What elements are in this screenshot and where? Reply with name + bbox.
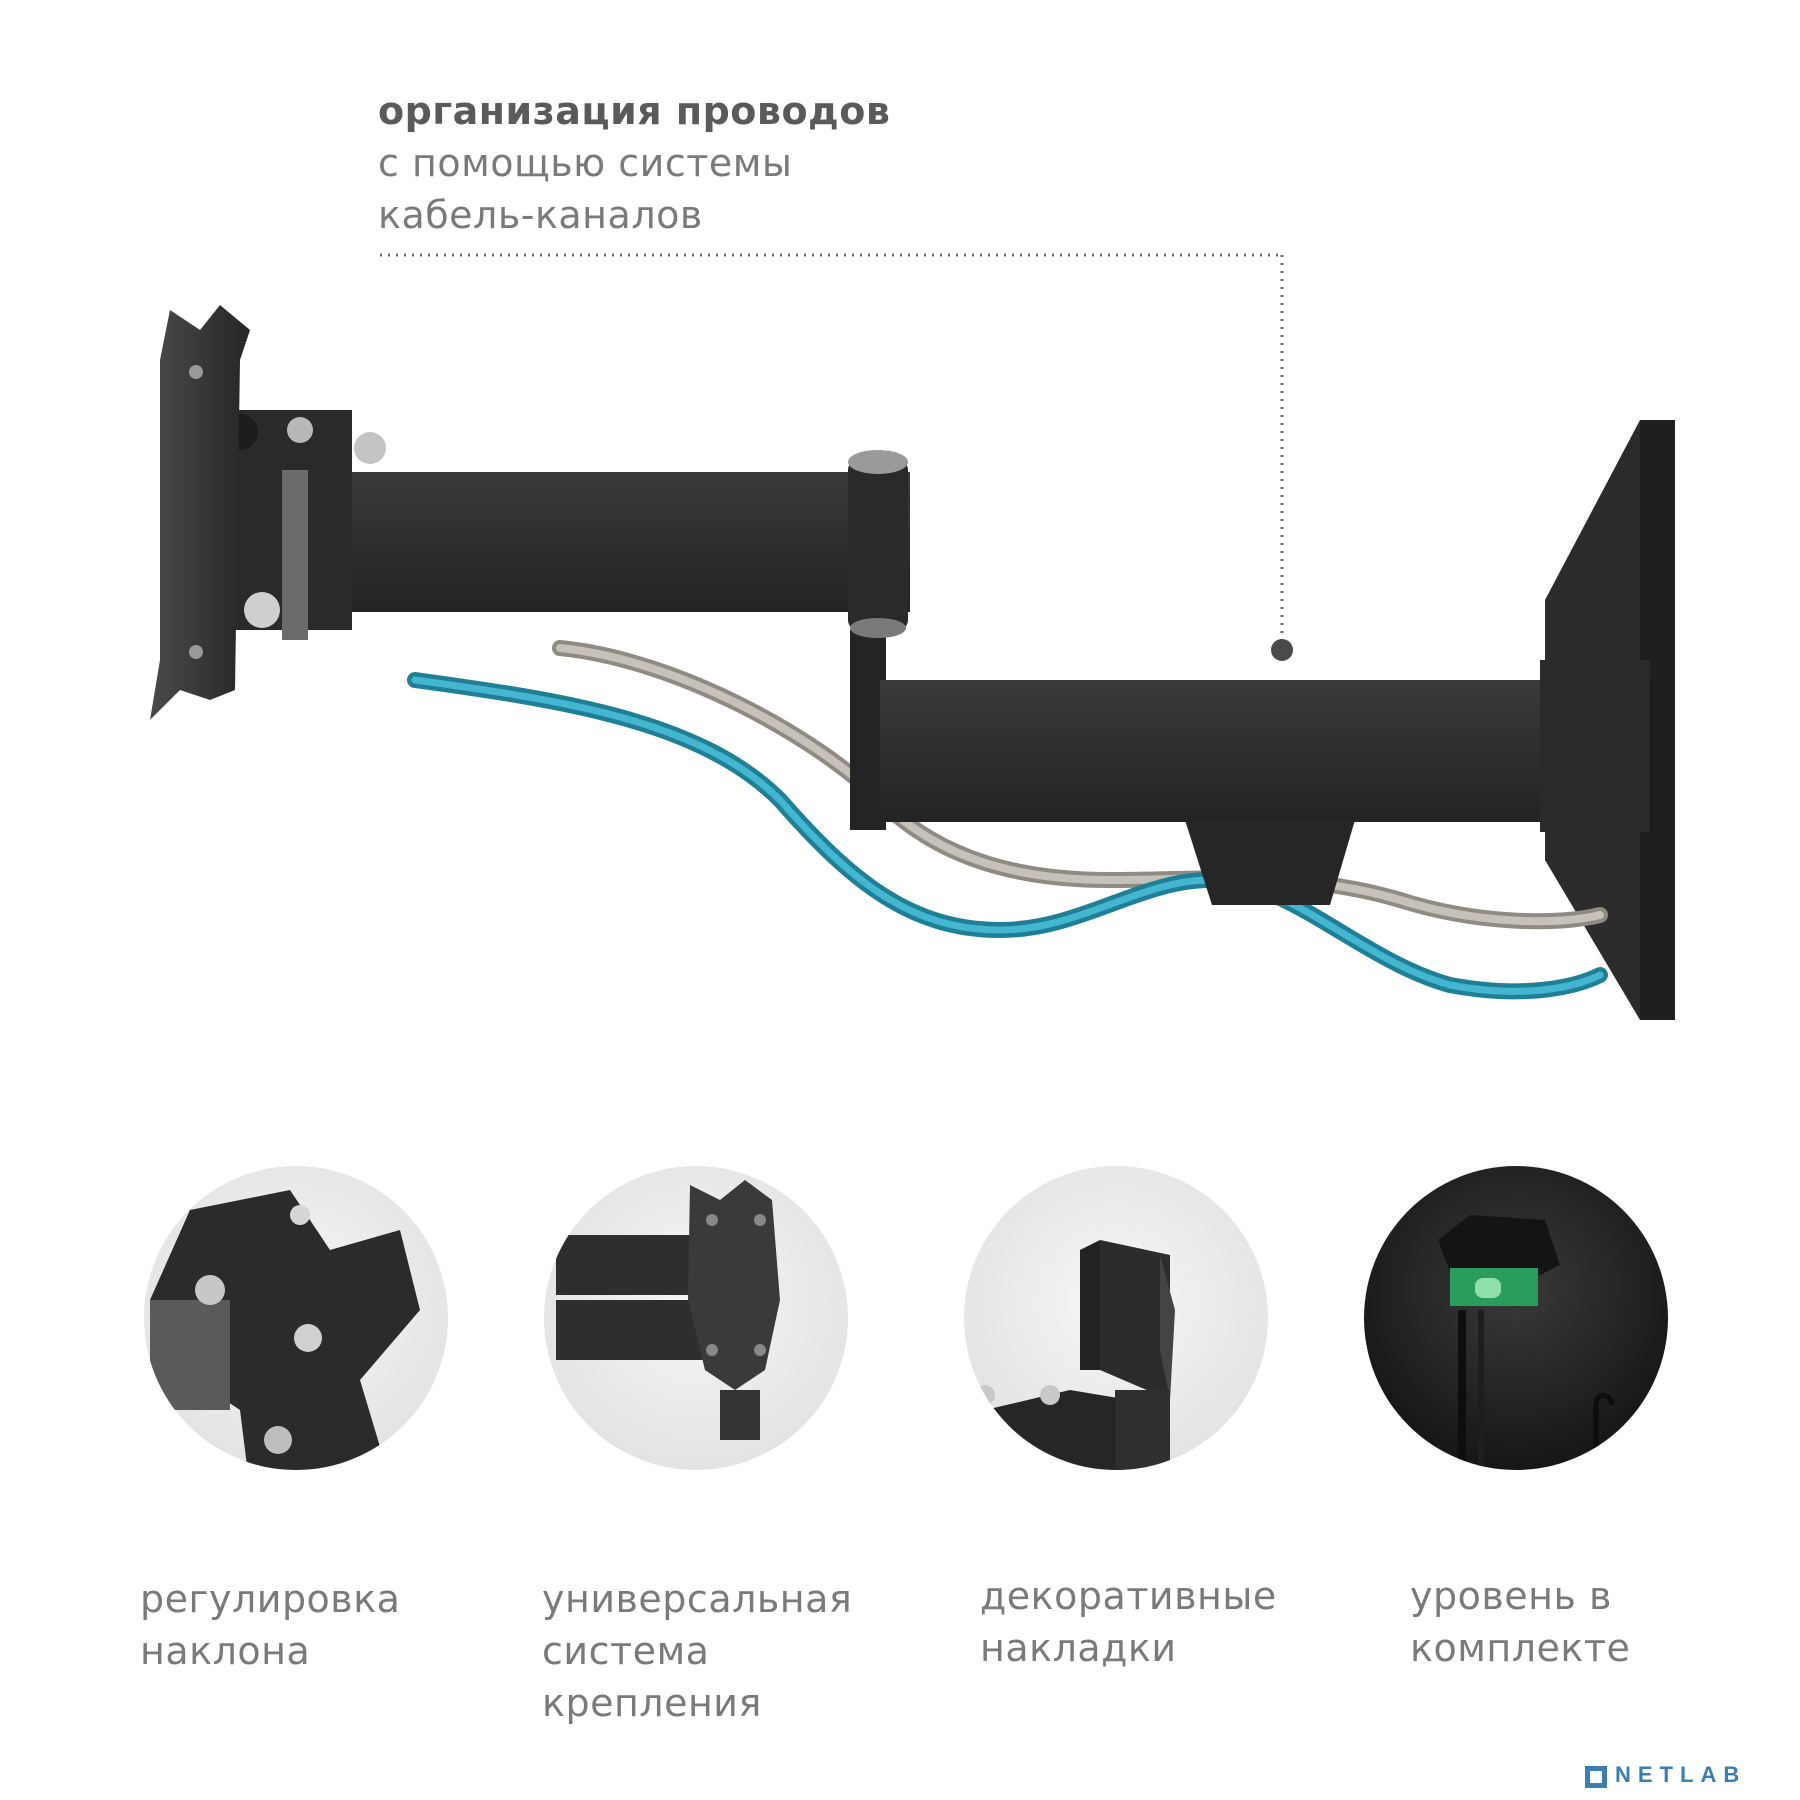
upper-arm — [290, 450, 910, 638]
feature-circle-cover — [964, 1166, 1268, 1470]
watermark-text: NETLAB — [1615, 1762, 1747, 1787]
netlab-logo-icon — [1585, 1766, 1607, 1788]
feature-caption-vesa-line-2: система — [542, 1629, 710, 1673]
callout-leader-line — [380, 253, 1293, 661]
feature-caption-tilt: регулировка наклона — [140, 1573, 400, 1677]
callout-subtitle-line-1: с помощью системы — [378, 141, 793, 185]
feature-caption-tilt-line-2: наклона — [140, 1629, 311, 1673]
feature-caption-tilt-line-1: регулировка — [140, 1577, 401, 1621]
feature-caption-level-line-1: уровень в — [1410, 1574, 1612, 1618]
feature-caption-vesa-line-3: крепления — [542, 1681, 762, 1725]
feature-caption-cover-line-1: декоративные — [980, 1574, 1277, 1618]
feature-caption-vesa: универсальная система крепления — [542, 1573, 852, 1729]
tilt-mechanism — [222, 410, 386, 640]
feature-caption-level-line-2: комплекте — [1410, 1626, 1631, 1670]
feature-circle-level — [1364, 1166, 1668, 1470]
feature-caption-cover: декоративные накладки — [980, 1570, 1277, 1674]
callout-subtitle-line-2: кабель-каналов — [378, 193, 703, 237]
netlab-watermark: NETLAB — [1585, 1762, 1795, 1796]
feature-caption-cover-line-2: накладки — [980, 1626, 1177, 1670]
decorative-cover-icon — [975, 1240, 1175, 1470]
vesa-plate — [150, 305, 250, 720]
callout-title: организация проводов — [378, 89, 891, 133]
leader-dot — [1271, 639, 1293, 661]
tilt-bracket-icon — [150, 1190, 420, 1470]
feature-caption-level: уровень в комплекте — [1410, 1570, 1630, 1674]
feature-circle-tilt — [144, 1166, 448, 1470]
vesa-plate-icon — [556, 1180, 780, 1440]
feature-circle-vesa — [544, 1166, 848, 1470]
cables — [407, 640, 1608, 1000]
bubble-level-icon — [1438, 1215, 1615, 1470]
feature-caption-vesa-line-1: универсальная — [542, 1577, 853, 1621]
lower-arm — [850, 630, 1650, 905]
